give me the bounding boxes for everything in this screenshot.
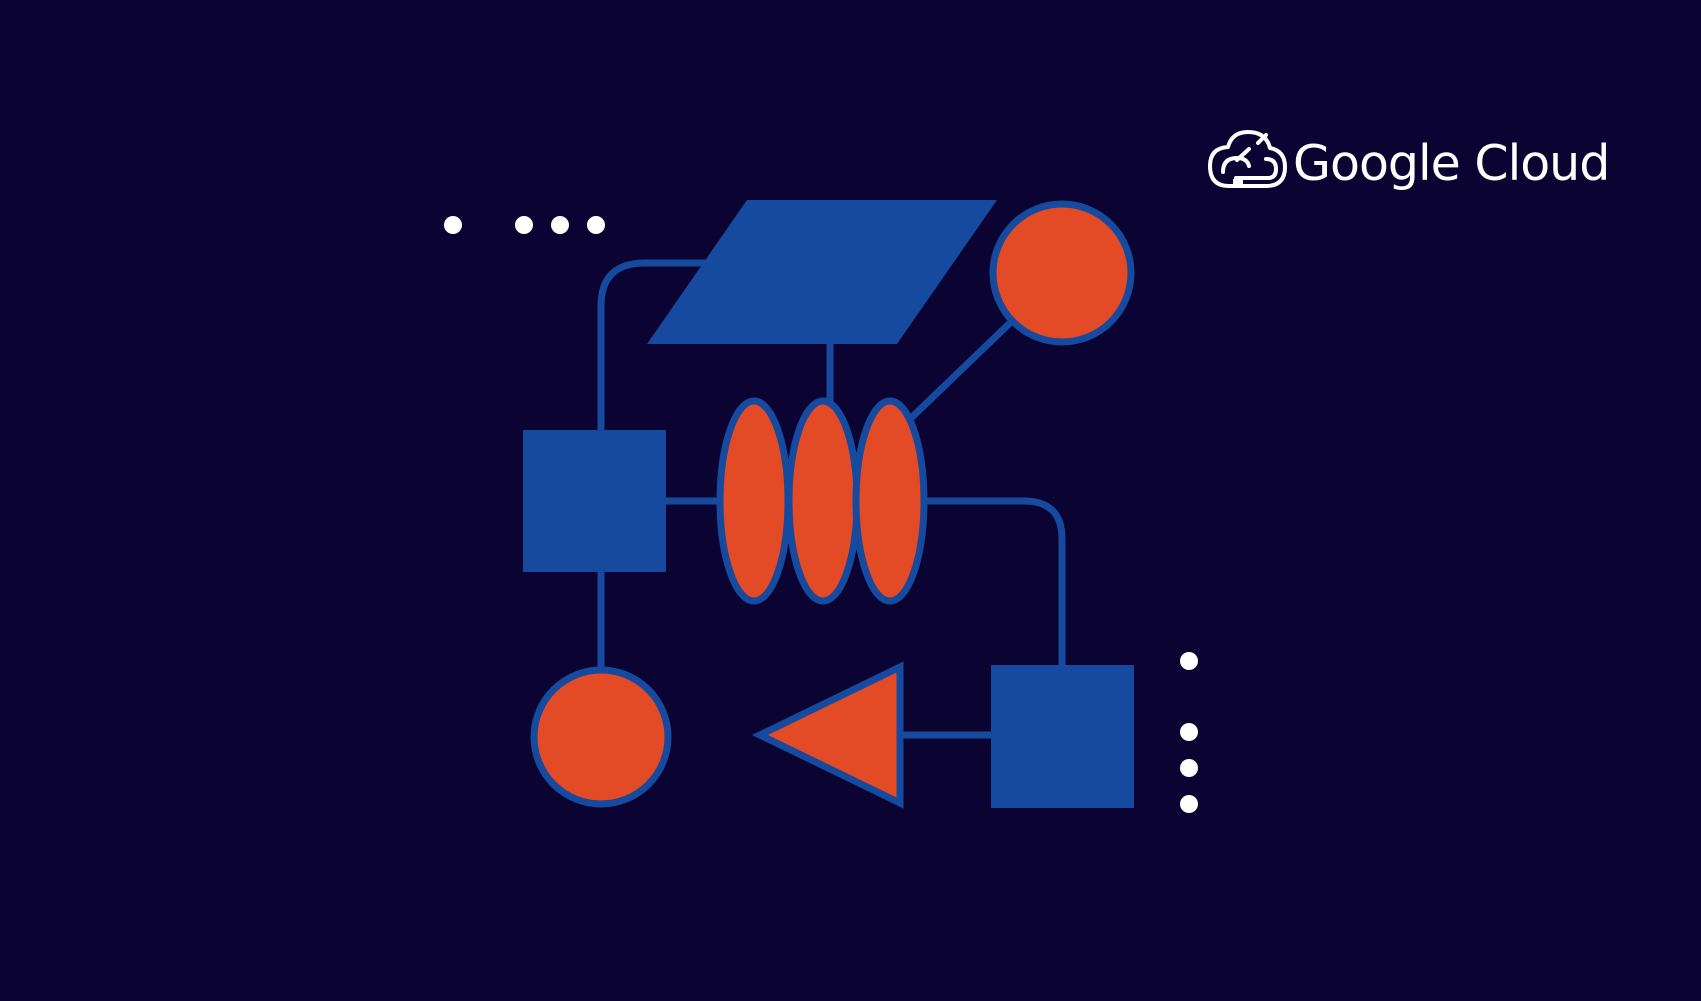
cloud-icon [1208,130,1287,188]
connector-ovals-to-square [927,497,1066,665]
logo-text: Google Cloud [1293,135,1609,192]
orange-circle-bottom [530,666,672,808]
dot [1180,652,1198,670]
dot [1180,759,1198,777]
connector-lines [597,259,1066,739]
dot [444,216,462,234]
connector-ovals-to-circle [906,318,1015,423]
oval-2 [785,397,861,605]
dot [1180,723,1198,741]
connector-parallelogram-to-square [597,259,706,430]
orange-circle-top [989,200,1135,346]
dot [551,216,569,234]
dots-vertical-icon [1180,652,1198,813]
dot [587,216,605,234]
orange-triangle [751,661,904,809]
oval-group [716,397,928,605]
dot [515,216,533,234]
square-right [991,665,1134,808]
oval-3 [852,397,928,605]
parallelogram-shape [647,200,997,344]
dot [1180,795,1198,813]
square-left [523,430,666,572]
dots-horizontal-icon [444,216,605,234]
google-cloud-logo: Google Cloud [1208,130,1610,192]
oval-1 [716,397,792,605]
